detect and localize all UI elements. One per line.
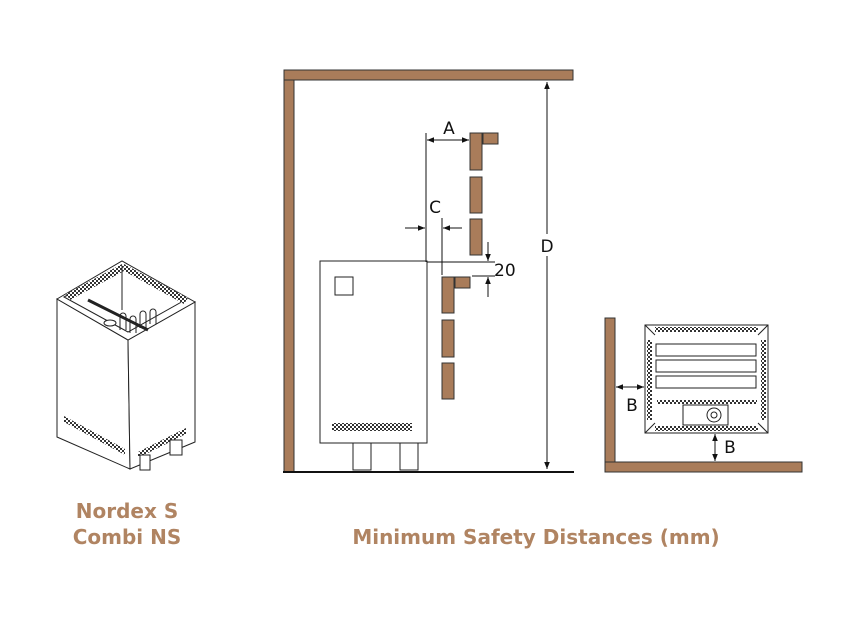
product-name-line2: Combi NS <box>72 525 182 549</box>
wood-panels <box>441 132 499 400</box>
side-view-walls <box>283 69 574 473</box>
label-gap: 20 <box>494 261 516 281</box>
top-view-walls <box>604 317 803 473</box>
heater-side-view <box>319 260 428 471</box>
label-b-side: B <box>626 396 638 416</box>
label-b-bottom: B <box>724 438 736 458</box>
top-view-dimensions <box>616 384 718 461</box>
label-a: A <box>443 119 455 139</box>
product-name-line1: Nordex S <box>75 499 179 523</box>
dimension-lines <box>405 82 550 469</box>
heater-isometric <box>56 260 197 471</box>
label-c: C <box>429 198 441 218</box>
heater-top-view <box>644 324 769 434</box>
diagram-title: Minimum Safety Distances (mm) <box>352 525 720 549</box>
label-d: D <box>540 237 553 257</box>
